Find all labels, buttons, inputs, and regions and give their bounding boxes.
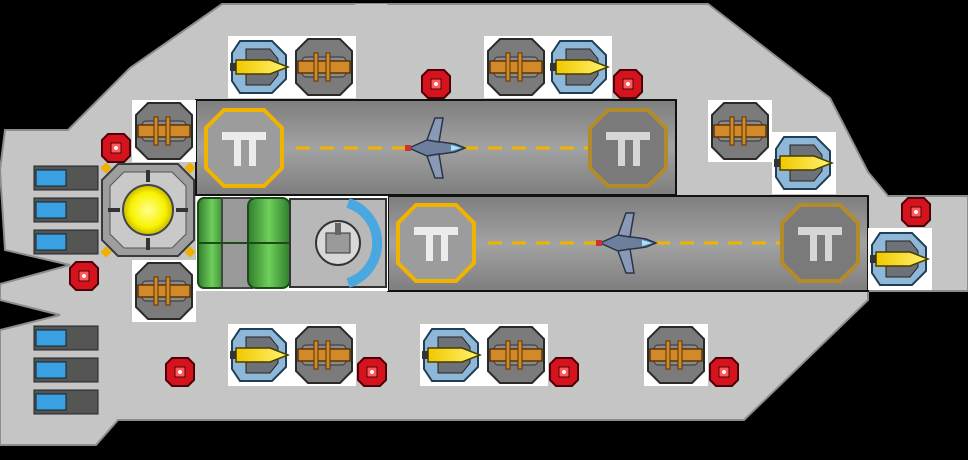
- gun-4[interactable]: [711, 102, 769, 160]
- runway-2: [387, 195, 869, 292]
- fighter-2[interactable]: [596, 212, 659, 274]
- mine-layer: [69, 69, 931, 387]
- mine-9[interactable]: [901, 197, 931, 227]
- mine-2[interactable]: [421, 69, 451, 99]
- turret-6[interactable]: [422, 328, 483, 382]
- mine-3[interactable]: [613, 69, 643, 99]
- gun-layer: [135, 38, 769, 384]
- landing-pad-1a[interactable]: [204, 108, 284, 188]
- gun-5[interactable]: [135, 262, 193, 320]
- reactor-module[interactable]: [100, 162, 196, 258]
- gun-1[interactable]: [295, 38, 353, 96]
- mine-1[interactable]: [101, 133, 131, 163]
- turret-5[interactable]: [230, 328, 291, 382]
- gun-8[interactable]: [647, 326, 705, 384]
- gun-6[interactable]: [295, 326, 353, 384]
- runway-1: [195, 99, 677, 196]
- mine-7[interactable]: [549, 357, 579, 387]
- mine-6[interactable]: [357, 357, 387, 387]
- turret-2[interactable]: [550, 40, 611, 94]
- landing-pad-1b[interactable]: [588, 108, 668, 188]
- hull-notch: [355, 4, 388, 30]
- gun-3[interactable]: [135, 102, 193, 160]
- turret-1[interactable]: [230, 40, 291, 94]
- turret-layer: [230, 40, 931, 382]
- mine-5[interactable]: [165, 357, 195, 387]
- mine-8[interactable]: [709, 357, 739, 387]
- landing-pad-2b[interactable]: [780, 203, 860, 283]
- thruster-group-upper[interactable]: [33, 165, 99, 255]
- landing-pad-2a[interactable]: [396, 203, 476, 283]
- turret-3[interactable]: [774, 136, 835, 190]
- gun-2[interactable]: [487, 38, 545, 96]
- fighter-1[interactable]: [405, 117, 468, 179]
- mine-4[interactable]: [69, 261, 99, 291]
- gun-7[interactable]: [487, 326, 545, 384]
- turret-4[interactable]: [870, 232, 931, 286]
- thruster-group-lower[interactable]: [33, 325, 99, 415]
- engine-module[interactable]: [197, 197, 291, 289]
- hangar-module[interactable]: [289, 198, 387, 288]
